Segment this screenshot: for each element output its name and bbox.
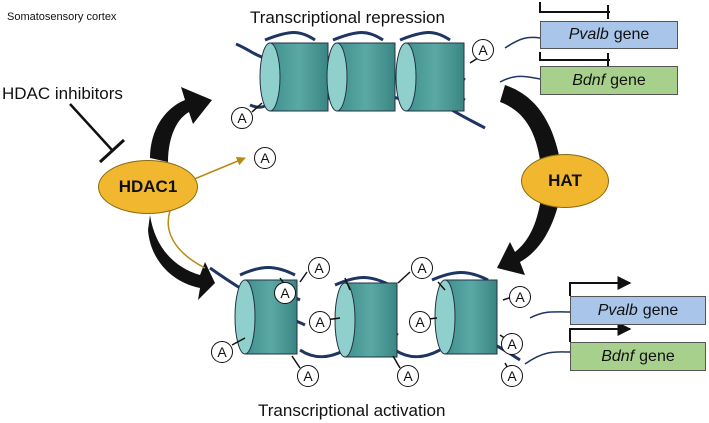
acetyl-release-arrow [191,156,246,181]
dna-strand-lower [209,266,521,362]
gene-word: gene [613,26,650,43]
acetyl-mark: A [411,257,433,279]
gene-word: gene [610,71,646,89]
hdac-inhibitor-block [69,103,126,164]
pvalb-gene-active: Pvalb gene [570,296,706,325]
acetylation-arrow-upper [500,85,560,160]
acetyl-mark: A [211,341,233,363]
gene-symbol: Pvalb [597,301,638,319]
acetyl-mark: A [509,286,531,308]
acetyl-mark: A [397,365,419,387]
repression-title: Transcriptional repression [250,8,445,27]
cycle-arrows [148,85,560,300]
hat-enzyme: HAT [521,154,609,208]
repressed-gene-connectors [499,36,541,83]
nucleosome [259,42,329,112]
hdac-inhibitors-label: HDAC inhibitors [2,84,123,103]
acetyl-mark: A [308,257,330,279]
active-chromatin [209,266,521,373]
bdnf-gene-repressed: Bdnf gene [540,66,678,95]
active-gene-connectors [524,311,571,365]
gene-symbol: Bdnf [601,347,635,365]
acetyl-mark: A [501,333,523,355]
repression-symbols [539,2,610,67]
acetylation-arrow-lower [497,198,560,275]
acetyl-mark: A [409,311,431,333]
acetyl-mark: A [297,365,319,387]
acetyl-mark: A [309,311,331,333]
gene-word: gene [639,347,675,365]
activation-title: Transcriptional activation [258,401,446,420]
nucleosome [434,279,498,355]
nucleosome [395,42,465,112]
region-label: Somatosensory cortex [7,11,117,23]
deacetylation-arrow-lower [148,215,215,300]
nucleosome [334,282,398,358]
acetyl-mark: A [274,282,296,304]
acetyl-mark: A [472,39,494,61]
pvalb-gene-repressed: Pvalb gene [540,21,678,49]
acetyl-mark: A [254,147,276,169]
hat-label: HAT [548,171,582,190]
activation-arrows [569,276,632,342]
hdac1-label: HDAC1 [118,177,178,196]
gene-word: gene [642,301,679,319]
repressed-chromatin [235,31,486,130]
acetyl-removal-curve [167,199,206,269]
hdac1-enzyme: HDAC1 [98,160,198,214]
acetyl-mark: A [231,107,253,129]
gene-symbol: Pvalb [568,26,609,43]
gene-symbol: Bdnf [572,71,606,89]
acetyl-mark: A [501,365,523,387]
deacetylation-arrow-upper [150,87,212,162]
bdnf-gene-active: Bdnf gene [570,342,706,371]
nucleosome [326,42,396,112]
